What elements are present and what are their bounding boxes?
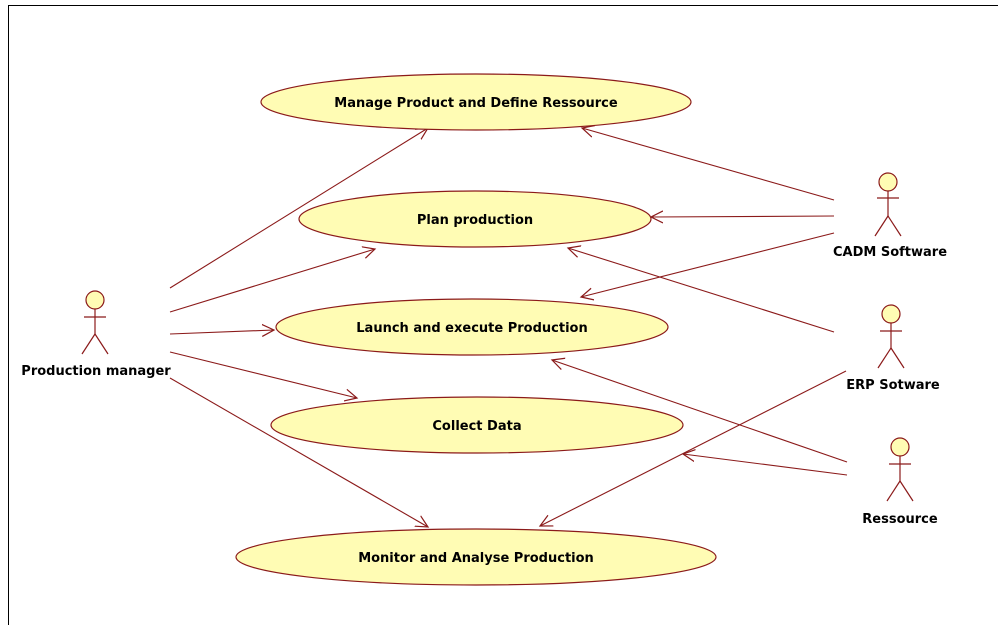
assoc-ressource-monitor-link xyxy=(683,454,848,476)
actor-ressource[interactable]: Ressource xyxy=(862,437,938,527)
use-case-launch-execute[interactable]: Launch and execute Production xyxy=(275,298,669,356)
use-case-monitor-analyse-shape xyxy=(235,528,717,586)
actor-cadm-software[interactable]: CADM Software xyxy=(833,172,947,260)
use-case-collect-data-shape xyxy=(270,396,684,454)
use-case-manage-product-shape xyxy=(260,73,692,131)
assoc-erp-monitor-analyse xyxy=(540,370,847,526)
actor-cadm-software-icon xyxy=(874,172,902,237)
assoc-manager-manage-product xyxy=(169,128,428,289)
use-case-launch-execute-label: Launch and execute Production xyxy=(356,321,587,336)
use-case-collect-data[interactable]: Collect Data xyxy=(270,396,684,454)
use-case-launch-execute-shape xyxy=(275,298,669,356)
assoc-manager-plan-production xyxy=(169,249,375,313)
actor-ressource-label: Ressource xyxy=(862,512,938,527)
use-case-manage-product[interactable]: Manage Product and Define Ressource xyxy=(260,73,692,131)
use-case-monitor-analyse-label: Monitor and Analyse Production xyxy=(358,551,594,566)
assoc-erp-plan-production xyxy=(568,248,835,333)
actor-erp-software[interactable]: ERP Sotware xyxy=(846,304,940,393)
actor-ressource-icon xyxy=(886,437,914,502)
actor-cadm-software-label: CADM Software xyxy=(833,245,947,260)
use-case-manage-product-label: Manage Product and Define Ressource xyxy=(334,96,618,111)
assoc-manager-collect-data xyxy=(169,351,357,398)
use-case-monitor-analyse[interactable]: Monitor and Analyse Production xyxy=(235,528,717,586)
actor-production-manager-label: Production manager xyxy=(21,364,171,379)
use-case-plan-production-label: Plan production xyxy=(417,213,533,228)
assoc-ressource-launch-execute xyxy=(552,360,848,463)
use-case-collect-data-label: Collect Data xyxy=(432,419,521,434)
assoc-cadm-plan-production xyxy=(651,216,835,217)
assoc-cadm-manage-product xyxy=(582,128,835,201)
use-case-plan-production[interactable]: Plan production xyxy=(298,190,652,248)
actor-production-manager[interactable]: Production manager xyxy=(21,290,171,379)
assoc-manager-monitor-analyse xyxy=(169,377,428,527)
actor-production-manager-icon xyxy=(81,290,109,355)
assoc-manager-launch-execute xyxy=(169,330,274,334)
actor-erp-software-icon xyxy=(877,304,905,369)
assoc-cadm-launch-execute xyxy=(581,232,835,297)
use-case-plan-production-shape xyxy=(298,190,652,248)
actor-erp-software-label: ERP Sotware xyxy=(846,378,940,393)
